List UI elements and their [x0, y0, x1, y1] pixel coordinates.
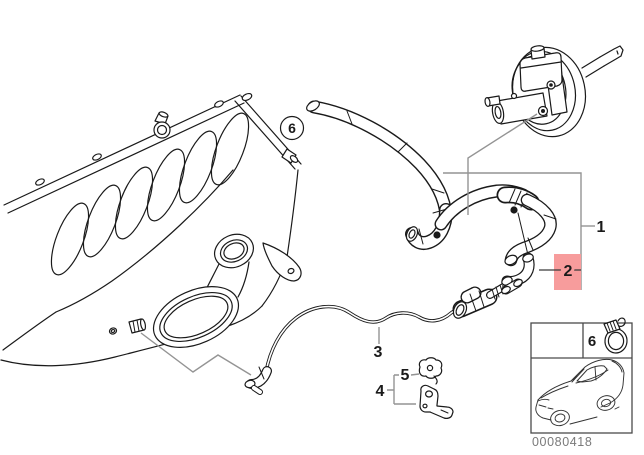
- svg-text:6: 6: [288, 120, 296, 136]
- leader-line-booster: [467, 113, 538, 215]
- callout-2[interactable]: 2: [561, 260, 576, 283]
- clip-5-drawing: [418, 357, 443, 385]
- clamp-screw: [510, 206, 518, 214]
- brake-fluid-reservoir: [519, 52, 563, 92]
- elbow-hose-2-drawing: [501, 252, 535, 295]
- car-icon: [535, 358, 625, 427]
- bracket-line-1: [443, 172, 582, 290]
- callout-2-highlight[interactable]: [554, 254, 581, 290]
- intake-manifold-drawing: [0, 92, 302, 367]
- callout-3[interactable]: 3: [374, 344, 383, 361]
- brake-booster-drawing: [484, 45, 624, 138]
- vacuum-pipe-3-drawing: [244, 304, 466, 395]
- throttle-opening: [152, 286, 240, 348]
- hose-assembly-1-drawing: [405, 184, 557, 267]
- leader-line-5: [394, 373, 420, 376]
- thumbnail-box: 6: [530, 317, 633, 434]
- callout-1[interactable]: 1: [597, 219, 606, 236]
- callout-5[interactable]: 5: [401, 367, 410, 384]
- bracket-line-4: [387, 375, 416, 405]
- image-number: 00080418: [532, 435, 592, 449]
- bracket-4-drawing: [419, 384, 454, 419]
- manifold-round-port: [214, 233, 254, 269]
- reservoir-cap: [530, 45, 545, 52]
- manifold-arm: [262, 242, 302, 282]
- leader-lines: [140, 113, 595, 405]
- callout-6[interactable]: 6: [279, 115, 305, 141]
- vacuum-hose-6-drawing: [306, 100, 453, 223]
- inset-callout-6: 6: [588, 333, 596, 350]
- pushrod-fork: [599, 45, 624, 67]
- leader-line-nipple: [140, 332, 252, 376]
- hose-clamp-icon: [603, 317, 628, 354]
- clamp-screw: [433, 231, 441, 239]
- callout-4[interactable]: 4: [376, 383, 385, 400]
